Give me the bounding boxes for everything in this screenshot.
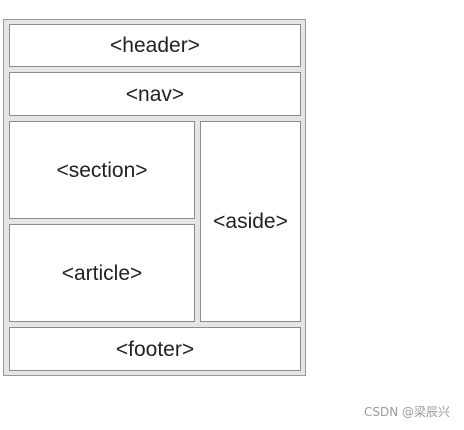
footer-block: <footer> xyxy=(9,327,301,371)
layout-diagram: <header> <nav> <section> <article> <asid… xyxy=(3,19,306,376)
header-block: <header> xyxy=(9,24,301,67)
article-block: <article> xyxy=(9,224,195,322)
nav-block: <nav> xyxy=(9,72,301,116)
aside-block: <aside> xyxy=(200,121,301,322)
section-block: <section> xyxy=(9,121,195,219)
watermark-text: CSDN @梁辰兴 xyxy=(363,405,450,419)
